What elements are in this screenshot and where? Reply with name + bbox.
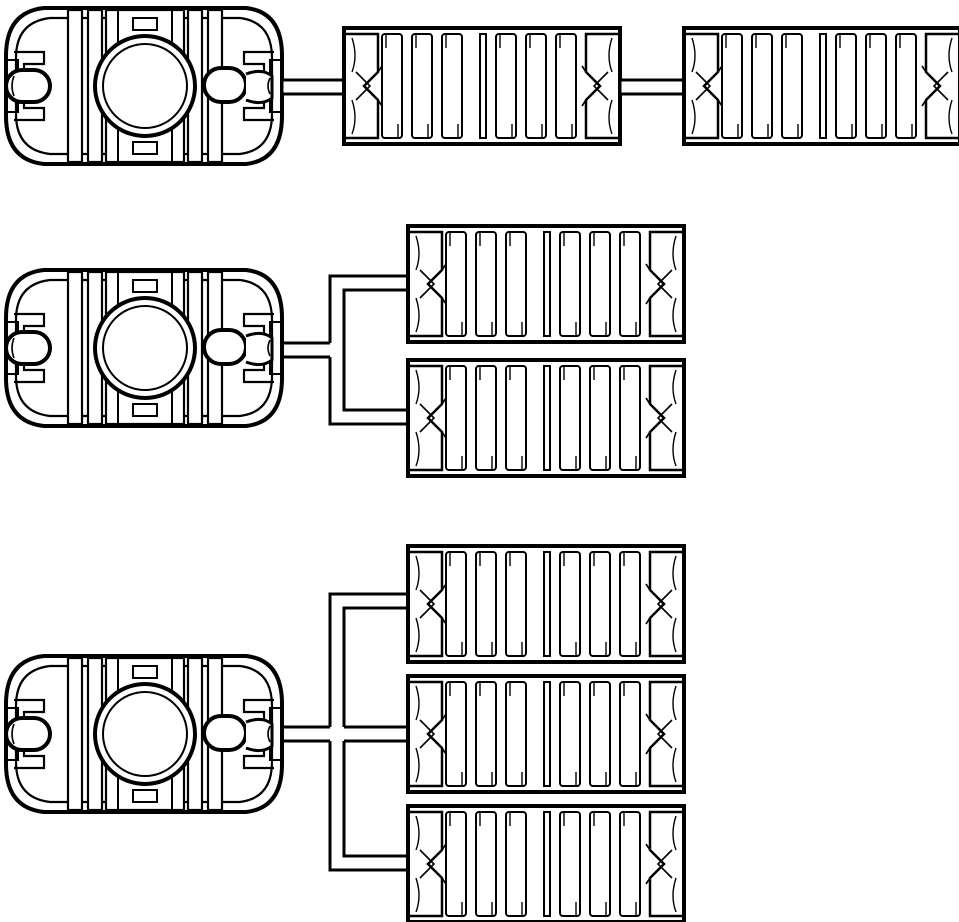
distribution-pipe: [282, 592, 408, 872]
septic-tank: [4, 654, 284, 814]
layout-series: [4, 6, 959, 166]
layout-parallel-3: [4, 544, 686, 922]
leaching-chamber: [682, 26, 959, 146]
septic-tank: [4, 268, 284, 428]
layout-parallel-2: [4, 224, 686, 478]
leaching-chamber: [342, 26, 622, 146]
leaching-chamber: [406, 804, 686, 922]
pipe: [280, 78, 348, 96]
septic-tank: [4, 6, 284, 166]
leaching-chamber: [406, 358, 686, 478]
leaching-chamber: [406, 674, 686, 794]
distribution-pipe: [282, 274, 408, 426]
leaching-chamber: [406, 224, 686, 344]
pipe: [618, 78, 688, 96]
leaching-chamber: [406, 544, 686, 664]
